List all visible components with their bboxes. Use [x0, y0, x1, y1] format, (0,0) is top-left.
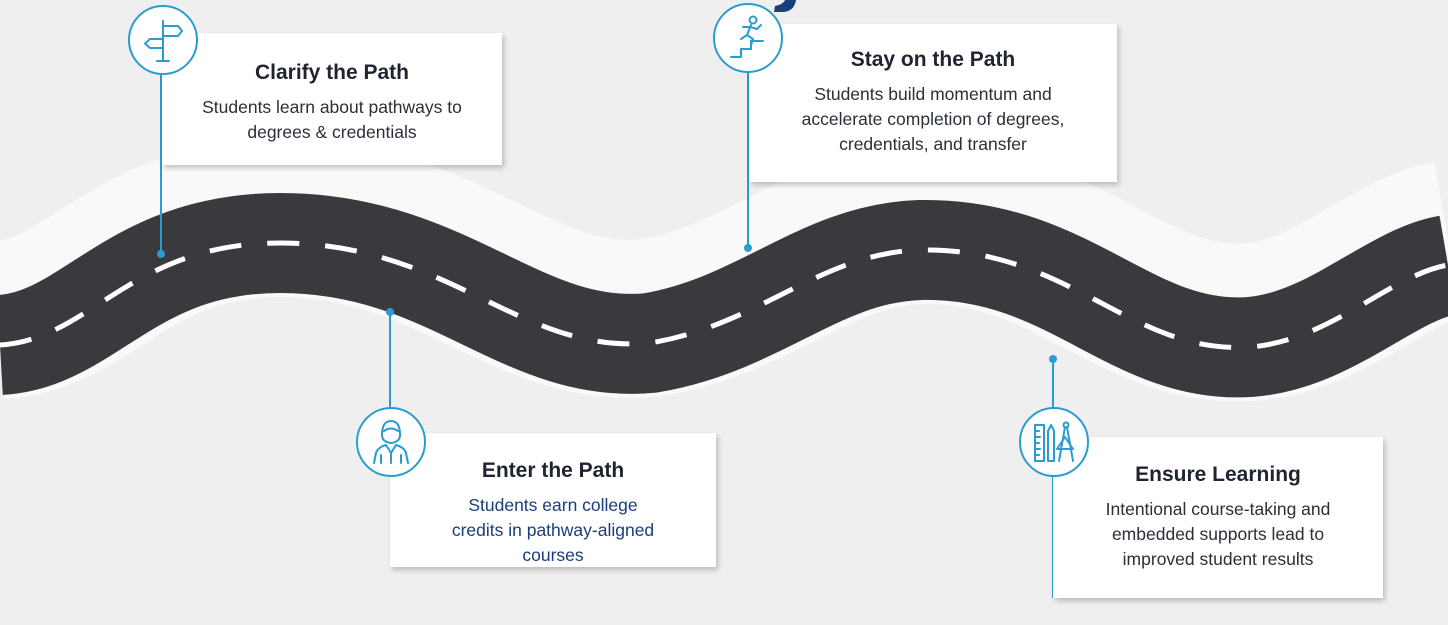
connector-dot-ensure — [1049, 355, 1057, 363]
milestone-title: Enter the Path — [481, 459, 625, 482]
milestone-description: Students build momentum and accelerate c… — [801, 84, 1065, 154]
milestone-description: Students learn about pathways to degrees… — [202, 97, 462, 142]
ruler-pencil-compass-icon — [1019, 407, 1089, 477]
milestone-description: Students earn college credits in pathway… — [451, 495, 655, 565]
milestone-title: Stay on the Path — [850, 48, 1016, 71]
connector-dot-enter — [386, 308, 394, 316]
connector-clarify — [160, 68, 162, 254]
climbing-stairs-icon — [713, 3, 783, 73]
student-icon — [356, 407, 426, 477]
signpost-icon — [128, 5, 198, 75]
road-lane-markings — [0, 240, 1448, 350]
milestone-description: Intentional course-taking and embedded s… — [1105, 499, 1331, 569]
milestone-card-ensure: Ensure Learning Intentional course-takin… — [1053, 437, 1383, 598]
connector-dot-stay — [744, 244, 752, 252]
connector-dot-clarify — [157, 250, 165, 258]
connector-stay — [747, 68, 749, 248]
milestone-card-stay: Stay on the Path Students build momentum… — [749, 24, 1117, 182]
milestone-title: Ensure Learning — [1135, 463, 1301, 486]
milestone-card-enter: Enter the Path Students earn college cre… — [390, 433, 716, 567]
milestone-card-clarify: Clarify the Path Students learn about pa… — [162, 33, 502, 165]
connector-enter — [389, 312, 391, 420]
milestone-title: Clarify the Path — [254, 61, 410, 84]
